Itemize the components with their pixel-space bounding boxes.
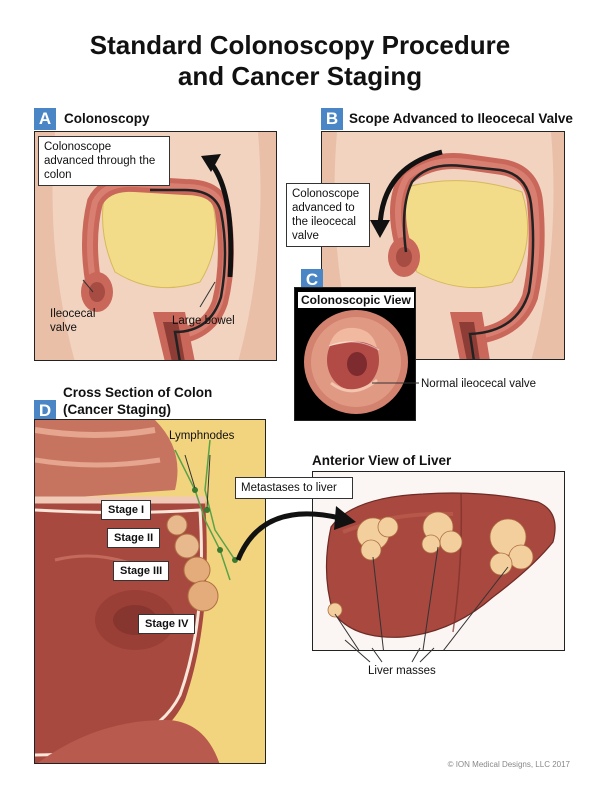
panel-d-letter: D [34,400,56,422]
metastases-label: Metastases to liver [235,477,353,499]
panel-c-normal-ileocecal-label: Normal ileocecal valve [421,378,537,390]
panel-d-lymphnodes-label: Lymphnodes [169,430,235,442]
panel-d-title-line-1: Cross Section of Colon [63,385,213,400]
panel-b-title: Scope Advanced to Ileocecal Valve [349,111,573,126]
stage-1-label: Stage I [101,500,152,520]
panel-b-callout: Colonoscope advanced to the ileocecal va… [286,183,370,247]
stage-3-label: Stage III [113,561,170,581]
stage-4-label: Stage IV [138,614,196,634]
panel-a-large-bowel-label: Large bowel [172,315,235,327]
panel-a-letter: A [34,108,56,130]
panel-a-callout: Colonoscope advanced through the colon [38,136,170,186]
liver-title: Anterior View of Liver [312,453,452,468]
panel-a-title: Colonoscopy [64,111,150,126]
copyright-text: © ION Medical Designs, LLC 2017 [447,760,570,769]
page-title-line-1: Standard Colonoscopy Procedure [89,30,511,60]
panel-d-illustration [34,419,266,764]
panel-d-title-line-2: (Cancer Staging) [63,402,172,417]
liver-masses-label: Liver masses [368,665,436,677]
panel-c-letter: C [301,269,323,291]
panel-d-cross-section-svg [35,420,265,763]
panel-c-illustration [294,287,416,421]
panel-b-letter: B [321,108,343,130]
panel-c-endoscope-view-svg [295,288,415,420]
stage-2-label: Stage II [107,528,161,548]
panel-a-ileocecal-label-1: Ileocecal [50,308,96,320]
page-title-line-2: and Cancer Staging [177,61,423,91]
liver-illustration [312,471,565,651]
panel-a-ileocecal-label-2: valve [50,322,77,334]
panel-c-title: Colonoscopic View [298,292,414,308]
